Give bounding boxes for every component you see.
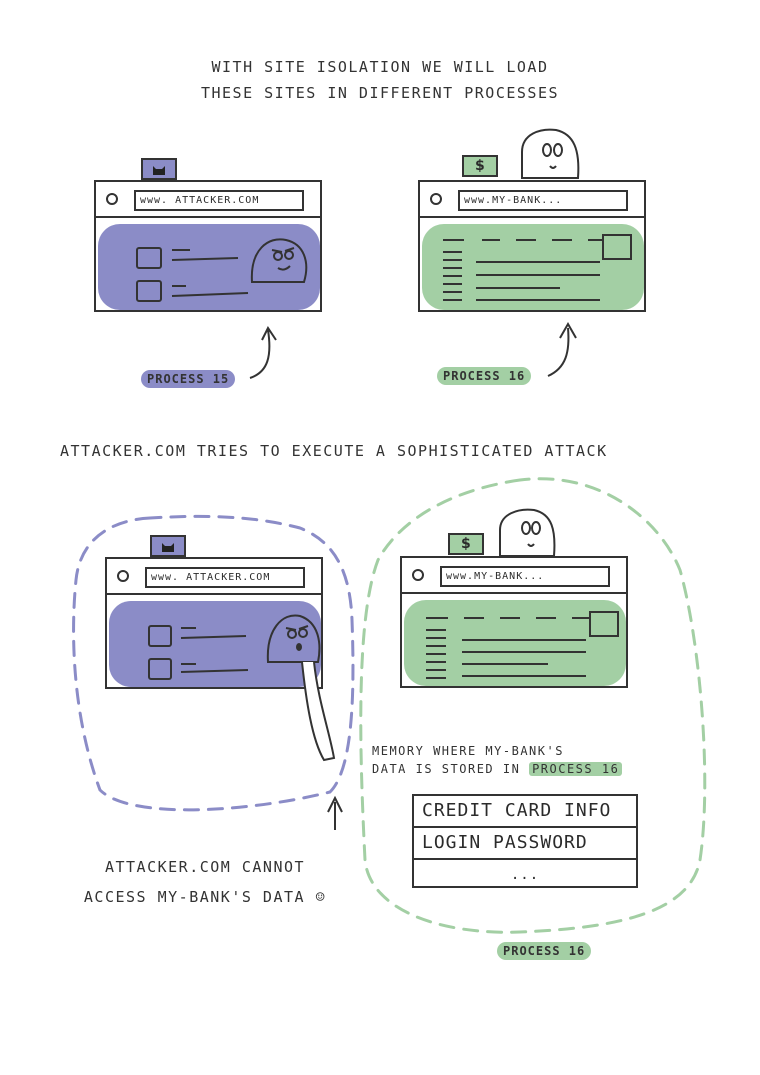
browser-dot xyxy=(117,570,129,582)
arrow-icon xyxy=(327,795,343,830)
process-15-label: PROCESS 15 xyxy=(141,370,236,388)
bank-content xyxy=(422,224,644,310)
cannot-line2-wrap: ACCESS MY-BANK'S DATA ☺ xyxy=(50,882,360,912)
cannot-access-caption: ATTACKER.COM CANNOT ACCESS MY-BANK'S DAT… xyxy=(50,852,360,912)
smiley-icon: ☺ xyxy=(315,888,327,906)
arrow-icon xyxy=(249,326,277,379)
arrow-icon xyxy=(547,321,577,377)
bank-url: www.MY-BANK... xyxy=(458,190,628,211)
top-caption-line2: THESE SITES IN DIFFERENT PROCESSES xyxy=(200,84,560,102)
memory-box: CREDIT CARD INFO LOGIN PASSWORD ... xyxy=(412,794,638,888)
dollar-icon: $ xyxy=(475,158,485,174)
attacker-url: www. ATTACKER.COM xyxy=(145,567,305,588)
attacker-content xyxy=(109,601,321,687)
memory-row: CREDIT CARD INFO xyxy=(414,796,636,828)
memory-row: LOGIN PASSWORD xyxy=(414,828,636,860)
bank-browser-top: www.MY-BANK... xyxy=(418,180,646,312)
ghost-icon xyxy=(499,508,556,557)
attacker-browser-top: www. ATTACKER.COM xyxy=(94,180,322,312)
bank-url: www.MY-BANK... xyxy=(440,566,610,587)
dollar-icon: $ xyxy=(461,536,471,552)
attacker-browser-bottom: www. ATTACKER.COM xyxy=(105,557,323,689)
address-bar: www.MY-BANK... xyxy=(420,182,644,218)
bank-tab: $ xyxy=(462,155,498,177)
top-caption: WITH SITE ISOLATION WE WILL LOAD THESE S… xyxy=(130,54,630,106)
process-16-label-bottom: PROCESS 16 xyxy=(497,942,592,960)
cannot-line2: ACCESS MY-BANK'S DATA xyxy=(83,888,306,906)
memory-row: ... xyxy=(510,867,540,883)
memory-caption-line2: DATA IS STORED IN PROCESS 16 xyxy=(372,760,623,778)
memory-process-highlight: PROCESS 16 xyxy=(529,762,623,776)
attacker-content xyxy=(98,224,320,310)
memory-caption-prefix: DATA IS STORED IN xyxy=(372,762,521,776)
attacker-url: www. ATTACKER.COM xyxy=(134,190,304,211)
top-caption-line1: WITH SITE ISOLATION WE WILL LOAD xyxy=(211,58,549,76)
bank-content xyxy=(404,600,626,686)
browser-dot xyxy=(430,193,442,205)
address-bar: www.MY-BANK... xyxy=(402,558,626,594)
browser-dot xyxy=(106,193,118,205)
address-bar: www. ATTACKER.COM xyxy=(96,182,320,218)
memory-caption: MEMORY WHERE MY-BANK'S DATA IS STORED IN… xyxy=(372,742,623,778)
attacker-tab xyxy=(150,535,186,557)
bank-browser-bottom: www.MY-BANK... xyxy=(400,556,628,688)
address-bar: www. ATTACKER.COM xyxy=(107,559,321,595)
memory-caption-line1: MEMORY WHERE MY-BANK'S xyxy=(372,744,564,758)
bank-tab: $ xyxy=(448,533,484,555)
cannot-line1: ATTACKER.COM CANNOT xyxy=(104,858,306,876)
ghost-icon xyxy=(521,128,580,179)
browser-dot xyxy=(412,569,424,581)
attack-caption: ATTACKER.COM TRIES TO EXECUTE A SOPHISTI… xyxy=(60,442,608,460)
attacker-tab xyxy=(141,158,177,180)
cat-icon xyxy=(162,543,174,552)
process-16-label-top: PROCESS 16 xyxy=(437,367,532,385)
cat-icon xyxy=(153,166,165,175)
